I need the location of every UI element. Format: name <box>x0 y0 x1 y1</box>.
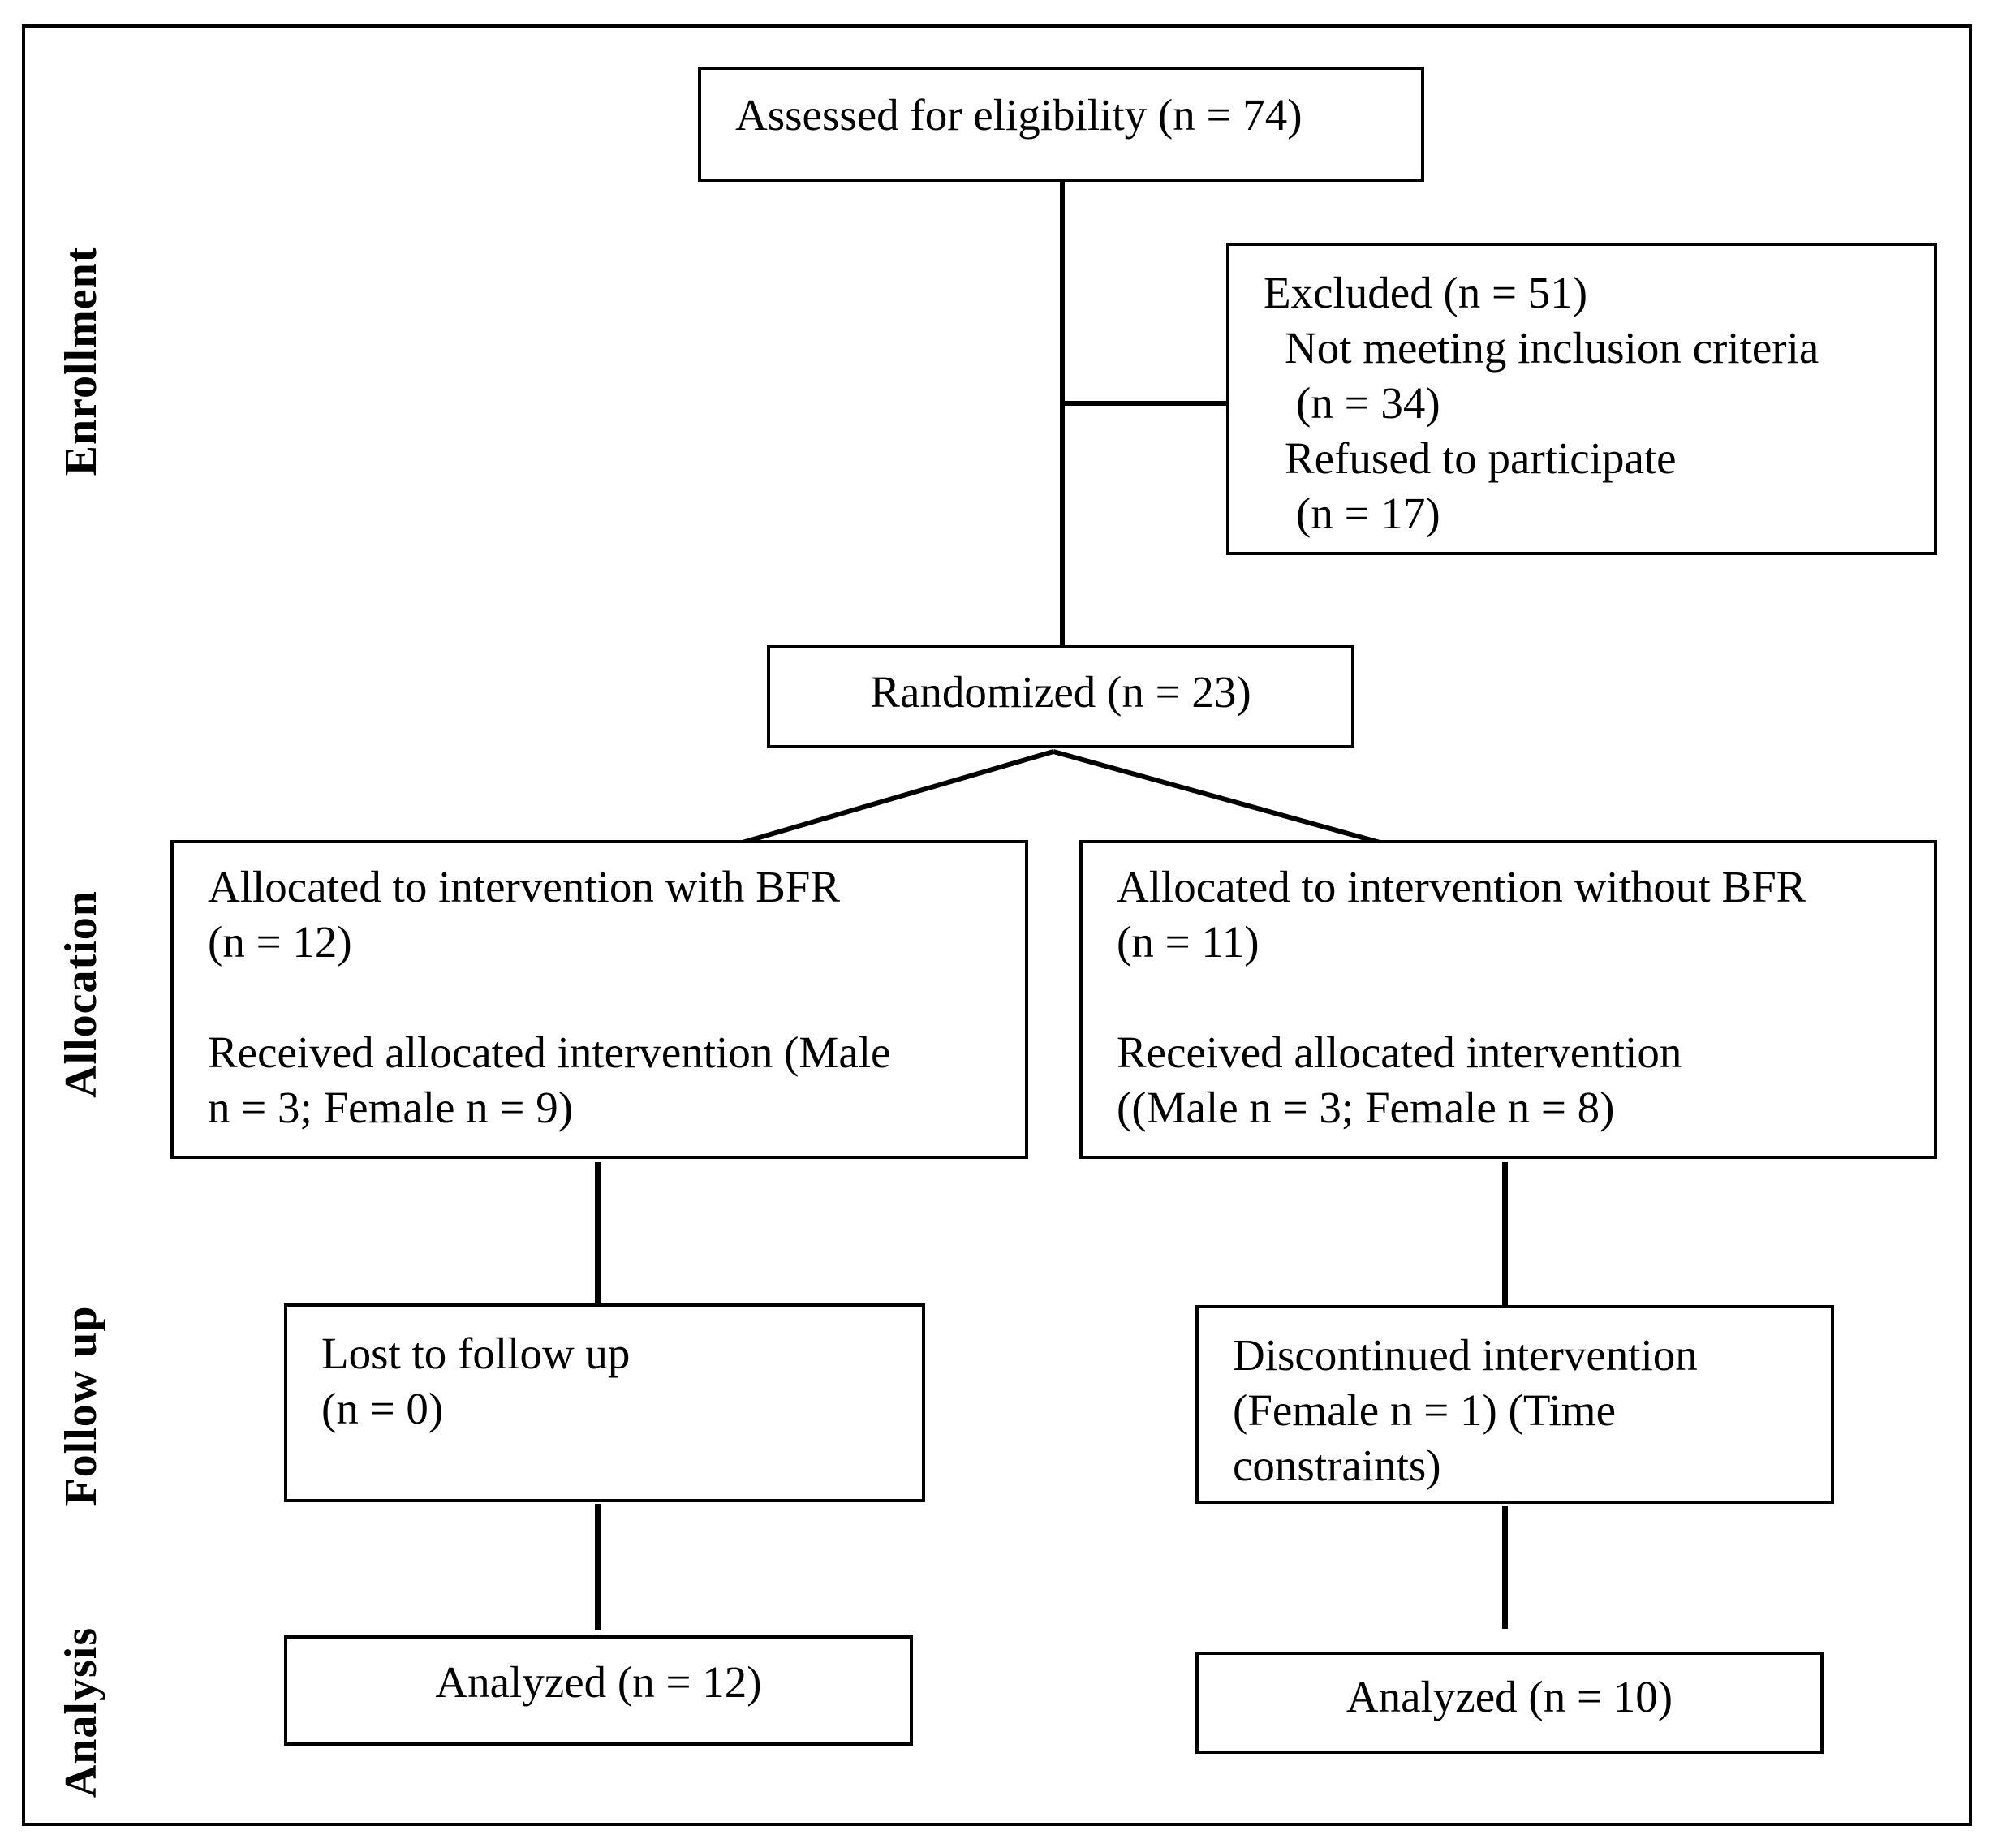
alloc-bfr-line1: Allocated to intervention with BFR <box>208 862 841 911</box>
lost-followup-line1: Lost to follow up <box>321 1329 631 1378</box>
connector-lost-to-analyzed <box>595 1504 601 1630</box>
excluded-reason-refused-n: (n = 17) <box>1296 489 1440 538</box>
diagram-frame <box>22 24 1972 1826</box>
connector-randomized-to-bfr <box>742 749 1054 845</box>
discontinued-line1: Discontinued intervention <box>1233 1330 1698 1380</box>
excluded-reason-not-meeting-n: (n = 34) <box>1296 378 1440 428</box>
excluded-title: Excluded (n = 51) <box>1264 268 1588 317</box>
alloc-bfr-spacer <box>208 970 1025 1025</box>
box-excluded: Excluded (n = 51) Not meeting inclusion … <box>1226 243 1937 555</box>
connector-to-excluded <box>1060 401 1228 406</box>
alloc-bfr-line3: Received allocated intervention (Male <box>208 1027 891 1077</box>
box-randomized: Randomized (n = 23) <box>767 645 1354 748</box>
alloc-no-bfr-line1: Allocated to intervention without BFR <box>1117 862 1806 911</box>
box-analyzed-with-bfr: Analyzed (n = 12) <box>284 1635 913 1746</box>
alloc-no-bfr-line3: Received allocated intervention <box>1117 1027 1682 1077</box>
box-discontinued-intervention: Discontinued intervention (Female n = 1)… <box>1195 1305 1834 1504</box>
discontinued-line2: (Female n = 1) (Time <box>1233 1385 1616 1435</box>
box-lost-to-follow-up: Lost to follow up (n = 0) <box>284 1303 925 1502</box>
box-allocated-with-bfr: Allocated to intervention with BFR (n = … <box>170 840 1028 1159</box>
excluded-reason-not-meeting: Not meeting inclusion criteria <box>1285 323 1819 373</box>
analyzed-no-bfr-text: Analyzed (n = 10) <box>1346 1672 1673 1721</box>
excluded-reason-refused: Refused to participate <box>1285 433 1677 483</box>
connector-assessed-to-randomized <box>1060 180 1065 648</box>
alloc-no-bfr-spacer <box>1117 970 1934 1025</box>
connector-no-bfr-to-discontinued <box>1502 1162 1508 1308</box>
connector-randomized-to-no-bfr <box>1053 749 1398 850</box>
discontinued-line3: constraints) <box>1233 1441 1441 1490</box>
alloc-no-bfr-line2: (n = 11) <box>1117 917 1260 967</box>
connector-discontinued-to-analyzed <box>1502 1506 1508 1629</box>
lost-followup-line2: (n = 0) <box>321 1384 444 1433</box>
assessed-text: Assessed for eligibility (n = 74) <box>735 90 1303 140</box>
analyzed-bfr-text: Analyzed (n = 12) <box>435 1657 762 1707</box>
alloc-bfr-line2: (n = 12) <box>208 917 352 967</box>
randomized-text: Randomized (n = 23) <box>870 667 1251 717</box>
box-analyzed-without-bfr: Analyzed (n = 10) <box>1195 1652 1824 1754</box>
box-allocated-without-bfr: Allocated to intervention without BFR (n… <box>1079 840 1937 1159</box>
alloc-no-bfr-line4: ((Male n = 3; Female n = 8) <box>1117 1083 1615 1132</box>
box-assessed-for-eligibility: Assessed for eligibility (n = 74) <box>698 67 1424 182</box>
alloc-bfr-line4: n = 3; Female n = 9) <box>208 1083 574 1132</box>
connector-bfr-to-lost <box>595 1162 601 1307</box>
